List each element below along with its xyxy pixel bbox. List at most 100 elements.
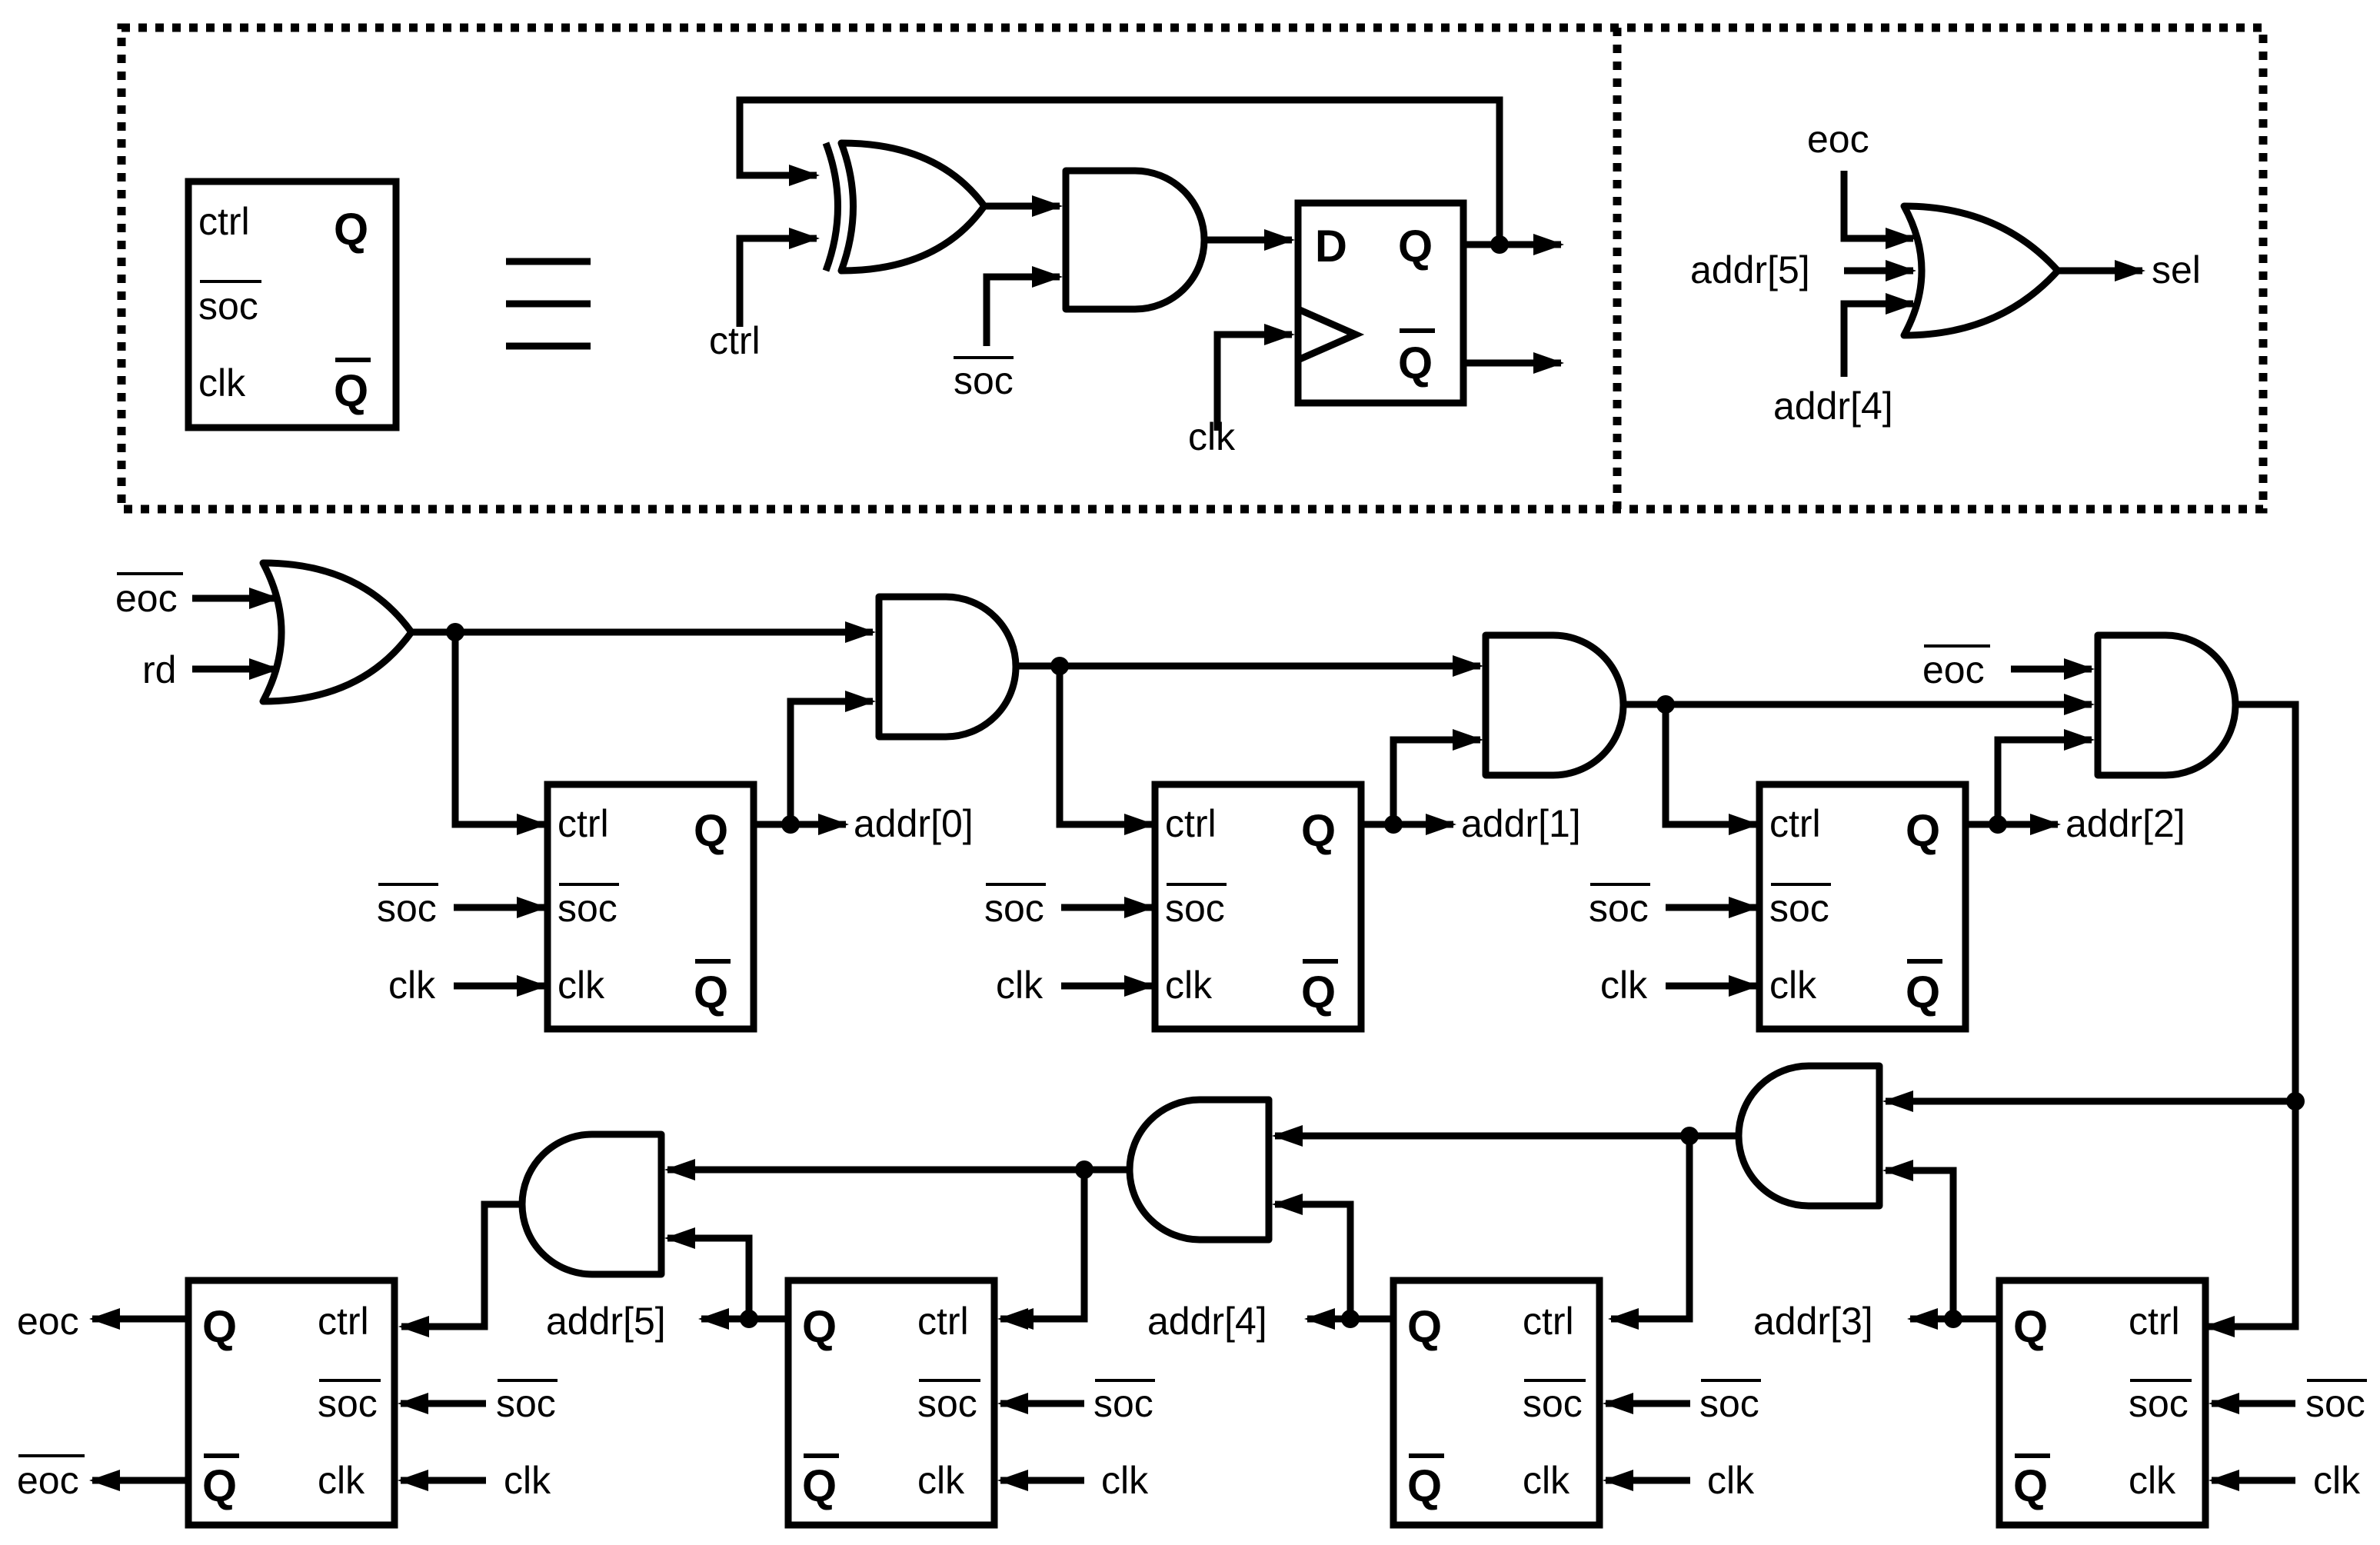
sel-eoc-label: eoc (1807, 118, 1869, 161)
d-flipflop (1294, 199, 1467, 407)
legend-select-logic: eoc addr[5] addr[4] sel (1690, 118, 2201, 428)
ff4-clk: clk (1523, 1459, 1570, 1502)
ff0-qbar: Q (694, 967, 728, 1017)
ff2-ext-clk: clk (1600, 964, 1648, 1007)
impl-qbar-label: Q (1398, 338, 1433, 388)
ff-addr2: ctrl soc clk Q Q soc clk addr[2] (1589, 729, 2185, 1033)
ff3-soc: soc (2129, 1382, 2189, 1425)
ff2-q: Q (1906, 806, 1940, 856)
ff6-ext-clk: clk (504, 1459, 551, 1502)
equivalence-symbol (506, 258, 591, 350)
impl-d-label: D (1315, 221, 1347, 271)
ff2-clk: clk (1769, 964, 1817, 1007)
main-circuit: eoc rd eoc ctrl soc clk Q (17, 559, 2367, 1529)
or-gate (1900, 202, 2062, 339)
ff6-ext-soc: soc (496, 1382, 556, 1425)
ff5-ext-clk: clk (1101, 1459, 1149, 1502)
ff4-ext-clk: clk (1707, 1459, 1755, 1502)
ff0-q: Q (694, 806, 728, 856)
sel-output-label: sel (2152, 248, 2201, 291)
impl-q-label: Q (1398, 221, 1433, 271)
input-eoc-bar-label: eoc (115, 577, 178, 620)
ctrl-wire (736, 228, 820, 327)
legend-ff-ctrl: ctrl (198, 200, 250, 243)
ff6-ctrl: ctrl (318, 1300, 369, 1343)
ff0-ext-clk: clk (388, 964, 436, 1007)
ff3-ctrl: ctrl (2129, 1300, 2180, 1343)
and-gate-3 (2094, 631, 2239, 779)
xor-back-curve (822, 142, 841, 272)
ff2-ctrl: ctrl (1769, 802, 1821, 845)
ff3-q: Q (2013, 1302, 2048, 1352)
soc-wire (983, 266, 1063, 346)
ff4-ext-soc: soc (1699, 1382, 1759, 1425)
and-gate-4 (1735, 1062, 1883, 1210)
ff4-soc: soc (1523, 1382, 1583, 1425)
and-gate-2 (1482, 631, 1627, 779)
ff1-ext-clk: clk (996, 964, 1044, 1007)
ff0-ext-soc: soc (377, 887, 437, 930)
ff2-ext-soc: soc (1589, 887, 1649, 930)
ff4-q: Q (1407, 1302, 1442, 1352)
and-gate-6 (518, 1130, 665, 1278)
legend-ff-q: Q (334, 205, 368, 255)
ff5-ctrl-wire (997, 1170, 1088, 1330)
ff5-qbar: Q (802, 1461, 837, 1511)
ff0-out-label: addr[0] (854, 802, 974, 845)
ff4-ctrl: ctrl (1523, 1300, 1574, 1343)
and-gate-1 (875, 593, 1020, 741)
ff2-out-label: addr[2] (2065, 802, 2185, 845)
ff0-ctrl: ctrl (558, 802, 609, 845)
legend-ff-qbar: Q (334, 366, 368, 416)
and-gate (1062, 167, 1208, 313)
impl-clk-label: clk (1188, 415, 1236, 458)
ff0-clk: clk (558, 964, 605, 1007)
ff5-out-label: addr[5] (546, 1300, 666, 1343)
legend-ff-symbol: ctrl soc clk Q Q (185, 178, 400, 431)
ff2-qbar: Q (1906, 967, 1940, 1017)
clock-triangle (1297, 305, 1365, 364)
legend-dotted-border (117, 23, 2268, 514)
ff5-clk: clk (917, 1459, 965, 1502)
input-or-gate (259, 559, 415, 705)
ff4-out-label: addr[4] (1147, 1300, 1267, 1343)
ff5-soc: soc (917, 1382, 977, 1425)
ff3-clk: clk (2129, 1459, 2176, 1502)
ff1-ctrl: ctrl (1165, 802, 1217, 845)
input-or-gate-group: eoc rd (115, 559, 876, 835)
legend-ff-soc: soc (198, 285, 258, 328)
gate3-eoc-bar-label: eoc (1922, 648, 1985, 691)
impl-soc-label: soc (954, 359, 1014, 402)
feedback-wire (736, 96, 1503, 245)
ff5-ctrl: ctrl (917, 1300, 969, 1343)
sel-addr5-label: addr[5] (1690, 248, 1810, 291)
ff5-q: Q (802, 1302, 837, 1352)
ff1-ext-soc: soc (984, 887, 1044, 930)
ff1-soc: soc (1165, 887, 1225, 930)
clk-wire (1213, 324, 1295, 431)
impl-ctrl-label: ctrl (709, 319, 761, 362)
ff4-qbar: Q (1407, 1461, 1442, 1511)
ff6-qbar: Q (202, 1461, 237, 1511)
sel-addr4-label: addr[4] (1773, 385, 1893, 428)
ff-addr1: ctrl soc clk Q Q soc clk addr[1] (984, 729, 1581, 1033)
ff-addr0: ctrl soc clk Q Q soc clk addr[0] (377, 691, 974, 1033)
legend-ff-clk: clk (198, 361, 246, 405)
ff6-soc: soc (318, 1382, 378, 1425)
ff5-ext-soc: soc (1093, 1382, 1153, 1425)
ff3-out-label: addr[3] (1753, 1300, 1873, 1343)
ff-eoc: Q Q ctrl soc clk soc clk eoc eoc (17, 1277, 558, 1529)
legend-implementation: ctrl soc clk D Q Q (709, 96, 1564, 458)
ff-addr3: Q Q ctrl soc clk soc clk addr[3] (1608, 1136, 2367, 1529)
ff1-clk: clk (1165, 964, 1213, 1007)
ff6-q: Q (202, 1302, 237, 1352)
ff1-qbar: Q (1301, 967, 1336, 1017)
and-gate-5 (1126, 1096, 1273, 1244)
ff1-q: Q (1301, 806, 1336, 856)
ff2-soc: soc (1769, 887, 1829, 930)
ff6-clk: clk (318, 1459, 365, 1502)
ff6-out-eoc: eoc (17, 1300, 79, 1343)
legend-panel: ctrl soc clk Q Q (117, 23, 2268, 514)
ff3-ext-clk: clk (2313, 1459, 2361, 1502)
